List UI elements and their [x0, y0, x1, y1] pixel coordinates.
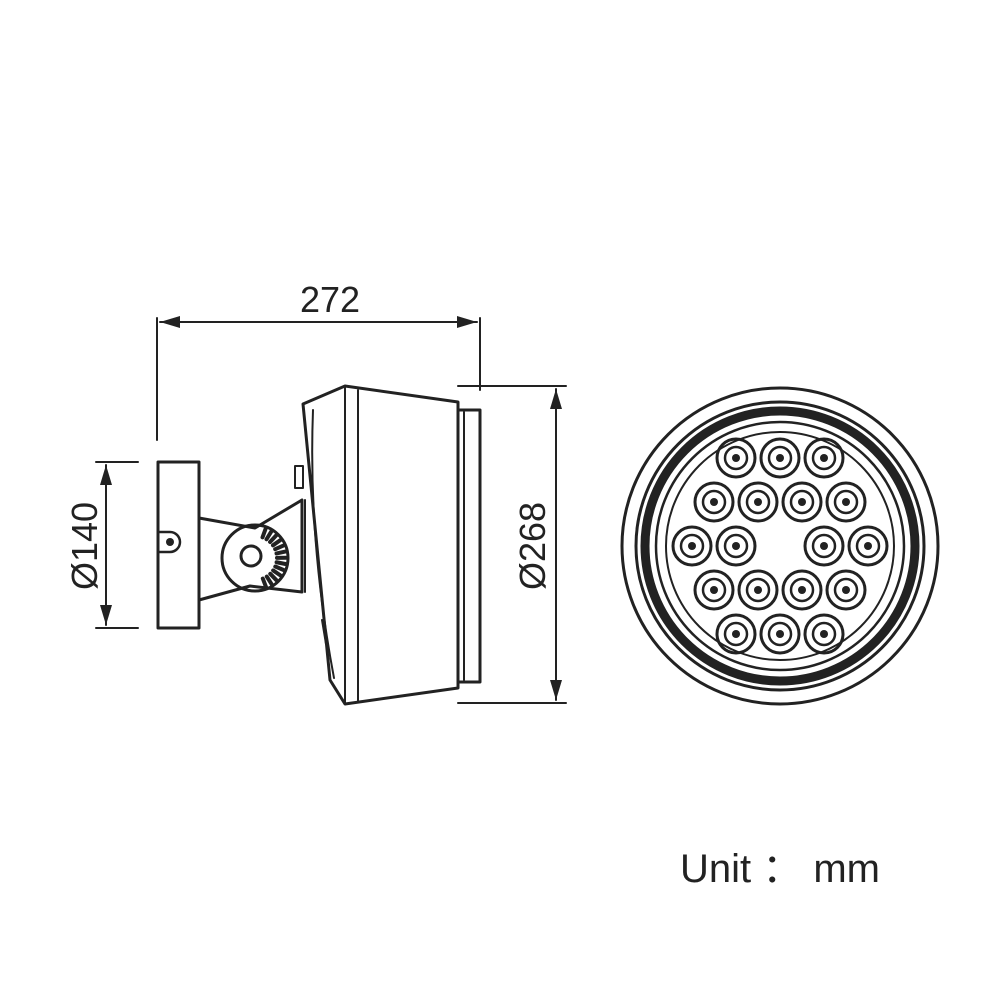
led-reflector-1: [767, 445, 793, 471]
led-reflector-6: [833, 489, 859, 515]
led-reflector-0: [723, 445, 749, 471]
pivot-tooth-11: [264, 574, 274, 587]
mounting-base: [156, 460, 201, 630]
led-lens-1: [759, 437, 801, 479]
led-chip-14: [842, 586, 850, 594]
led-chip-1: [776, 454, 784, 462]
led-reflector-10: [855, 533, 881, 559]
led-chip-15: [732, 630, 740, 638]
pivot-tooth-4: [273, 543, 286, 552]
mounting-screw: [156, 530, 182, 554]
led-lens-6: [825, 481, 867, 523]
led-reflector-3: [701, 489, 727, 515]
front-lens-ring: [456, 408, 482, 684]
led-lens-10: [847, 525, 889, 567]
housing-side-tab: [294, 465, 304, 489]
led-lens-3: [693, 481, 735, 523]
mounting-screw-hole: [166, 538, 174, 546]
led-chip-10: [864, 542, 872, 550]
pivot-tooth-0: [260, 526, 268, 540]
led-chip-12: [754, 586, 762, 594]
led-reflector-17: [811, 621, 837, 647]
led-reflector-16: [767, 621, 793, 647]
length-dimension: 272: [156, 279, 481, 441]
front-rim-band: [640, 406, 920, 686]
led-lens-5: [781, 481, 823, 523]
led-chip-7: [688, 542, 696, 550]
led-lens-9: [803, 525, 845, 567]
front-rim-band-outer: [634, 400, 926, 692]
housing-body: [301, 384, 460, 706]
led-lens-4: [737, 481, 779, 523]
led-lens-11: [693, 569, 735, 611]
pivot-bolt: [239, 544, 263, 568]
led-chip-5: [798, 498, 806, 506]
led-reflector-2: [811, 445, 837, 471]
body-diameter-dimension: Ø268: [457, 385, 567, 704]
led-chip-4: [754, 498, 762, 506]
pivot-scale-teeth: [260, 526, 288, 589]
pivot-tooth-2: [268, 533, 279, 544]
led-chip-13: [798, 586, 806, 594]
led-lens-15: [715, 613, 757, 655]
led-array: [671, 437, 889, 655]
front-outer-rim: [620, 386, 940, 706]
front-inner-rim: [654, 420, 906, 672]
led-chip-3: [710, 498, 718, 506]
front-lens-plate: [665, 431, 895, 661]
base-diameter-dimension: Ø140: [64, 461, 139, 629]
body-diameter-label: Ø268: [512, 502, 553, 590]
led-lens-8: [715, 525, 757, 567]
led-reflector-12: [745, 577, 771, 603]
led-chip-2: [820, 454, 828, 462]
pivot-tooth-10: [268, 571, 279, 583]
length-label: 272: [300, 279, 360, 320]
led-reflector-13: [789, 577, 815, 603]
led-lens-13: [781, 569, 823, 611]
led-reflector-5: [789, 489, 815, 515]
led-reflector-15: [723, 621, 749, 647]
led-lens-17: [803, 613, 845, 655]
led-chip-8: [732, 542, 740, 550]
led-chip-9: [820, 542, 828, 550]
pivot-tooth-1: [264, 529, 274, 542]
unit-label: Unit ： mm: [680, 847, 880, 891]
led-lens-2: [803, 437, 845, 479]
led-lens-16: [759, 613, 801, 655]
pivot-tooth-7: [274, 560, 288, 567]
led-reflector-8: [723, 533, 749, 559]
led-reflector-7: [679, 533, 705, 559]
led-lens-7: [671, 525, 713, 567]
led-chip-11: [710, 586, 718, 594]
pivot-tooth-5: [274, 549, 288, 556]
led-chip-16: [776, 630, 784, 638]
pivot-tooth-3: [270, 538, 283, 548]
pivot-tooth-12: [260, 576, 269, 589]
pivot-tooth-9: [271, 568, 283, 578]
led-reflector-14: [833, 577, 859, 603]
led-chip-6: [842, 498, 850, 506]
pivot-disk: [220, 523, 290, 593]
led-chip-17: [820, 630, 828, 638]
led-reflector-11: [701, 577, 727, 603]
led-reflector-4: [745, 489, 771, 515]
housing-back-mark: [321, 619, 327, 645]
led-chip-0: [732, 454, 740, 462]
side-view: [156, 384, 482, 706]
housing-back-curve: [311, 409, 335, 679]
led-lens-12: [737, 569, 779, 611]
led-lens-14: [825, 569, 867, 611]
pivot-tooth-8: [273, 564, 286, 573]
front-view: [620, 386, 940, 706]
led-reflector-9: [811, 533, 837, 559]
led-lens-0: [715, 437, 757, 479]
base-diameter-label: Ø140: [64, 502, 105, 590]
